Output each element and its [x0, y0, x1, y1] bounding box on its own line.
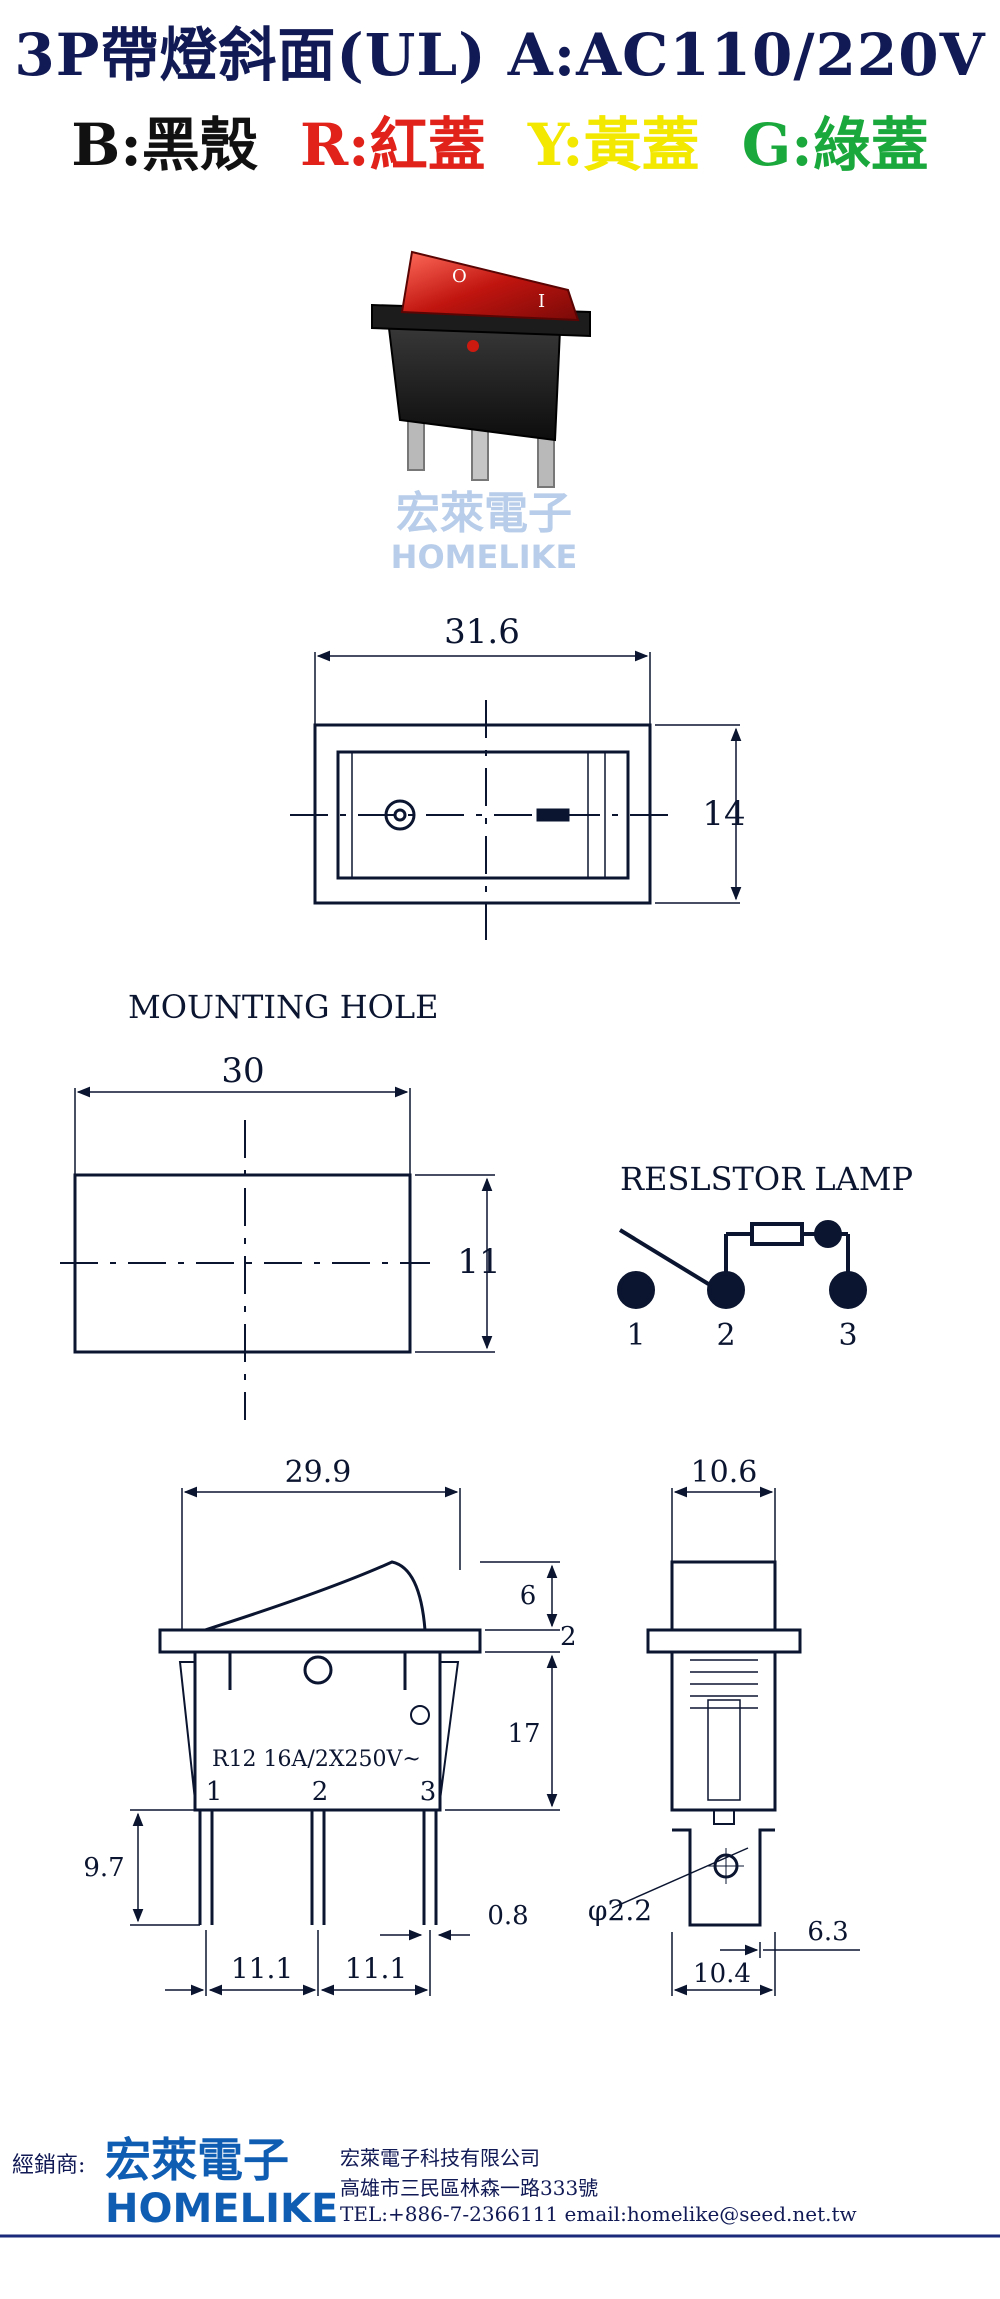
top-view-width-label: 31.6: [444, 612, 520, 652]
footer-logo-en: HOMELIKE: [105, 2186, 338, 2232]
side-view-pin-1: 1: [206, 1777, 223, 1807]
dealer-label: 經銷商:: [12, 2153, 85, 2178]
side-view-pin-thickness: 0.8: [487, 1901, 528, 1931]
color-options: B:黑殼 R:紅蓋 Y:黃蓋 G:綠蓋: [0, 98, 1000, 182]
side-view-pin-2: 2: [312, 1777, 329, 1807]
schematic-pin-3: 3: [838, 1318, 857, 1353]
side-view-dim-17: 17: [507, 1719, 540, 1749]
company-contact: TEL:+886-7-2366111 email:homelike@seed.n…: [340, 2202, 857, 2226]
side-view-width-label: 29.9: [285, 1455, 352, 1490]
color-option-black: B:黑殼: [71, 111, 258, 179]
side-view-pin-3: 3: [420, 1777, 437, 1807]
schematic-title: RESLSTOR LAMP: [620, 1160, 913, 1198]
top-view-drawing: [290, 650, 742, 940]
schematic-pin-1: 1: [626, 1318, 645, 1353]
svg-text:O: O: [452, 266, 467, 287]
end-view-dim-10-4: 10.4: [693, 1959, 751, 1989]
side-view-drawing: [130, 1486, 560, 1996]
side-view-pin-length: 9.7: [83, 1853, 124, 1883]
product-photo: O I: [371, 250, 591, 488]
company-name: 宏萊電子科技有限公司: [340, 2146, 540, 2170]
company-address: 高雄市三民區林森一路333號: [340, 2176, 599, 2200]
end-view-width-label: 10.6: [691, 1455, 758, 1490]
top-view-height-label: 14: [702, 794, 745, 834]
side-view-dim-6: 6: [520, 1581, 537, 1611]
color-option-green: G:綠蓋: [741, 111, 929, 179]
mounting-hole-width-label: 30: [221, 1051, 264, 1091]
mounting-hole-drawing: [60, 1086, 495, 1420]
schematic-pin-2: 2: [716, 1318, 735, 1353]
side-view-marking: R12 16A/2X250V~: [212, 1747, 421, 1772]
end-view-hole-label: φ2.2: [588, 1894, 652, 1927]
side-view-dim-2: 2: [560, 1622, 577, 1652]
watermark-en: HOMELIKE: [391, 538, 578, 576]
color-option-yellow: Y:黃蓋: [527, 111, 700, 179]
end-view-drawing: [611, 1486, 860, 1996]
svg-text:I: I: [538, 291, 545, 312]
watermark-cn: 宏萊電子: [396, 488, 572, 539]
color-option-red: R:紅蓋: [299, 111, 486, 179]
footer-logo-cn: 宏萊電子: [105, 2133, 289, 2187]
mounting-hole-title: MOUNTING HOLE: [128, 988, 438, 1026]
schematic-drawing: [617, 1220, 867, 1309]
mounting-hole-height-label: 11: [457, 1242, 500, 1282]
end-view-dim-6-3: 6.3: [807, 1917, 848, 1947]
side-view-pitch-2: 11.1: [345, 1952, 407, 1985]
side-view-pitch-1: 11.1: [231, 1952, 293, 1985]
page-title: 3P帶燈斜面(UL) A:AC110/220V: [14, 21, 986, 89]
